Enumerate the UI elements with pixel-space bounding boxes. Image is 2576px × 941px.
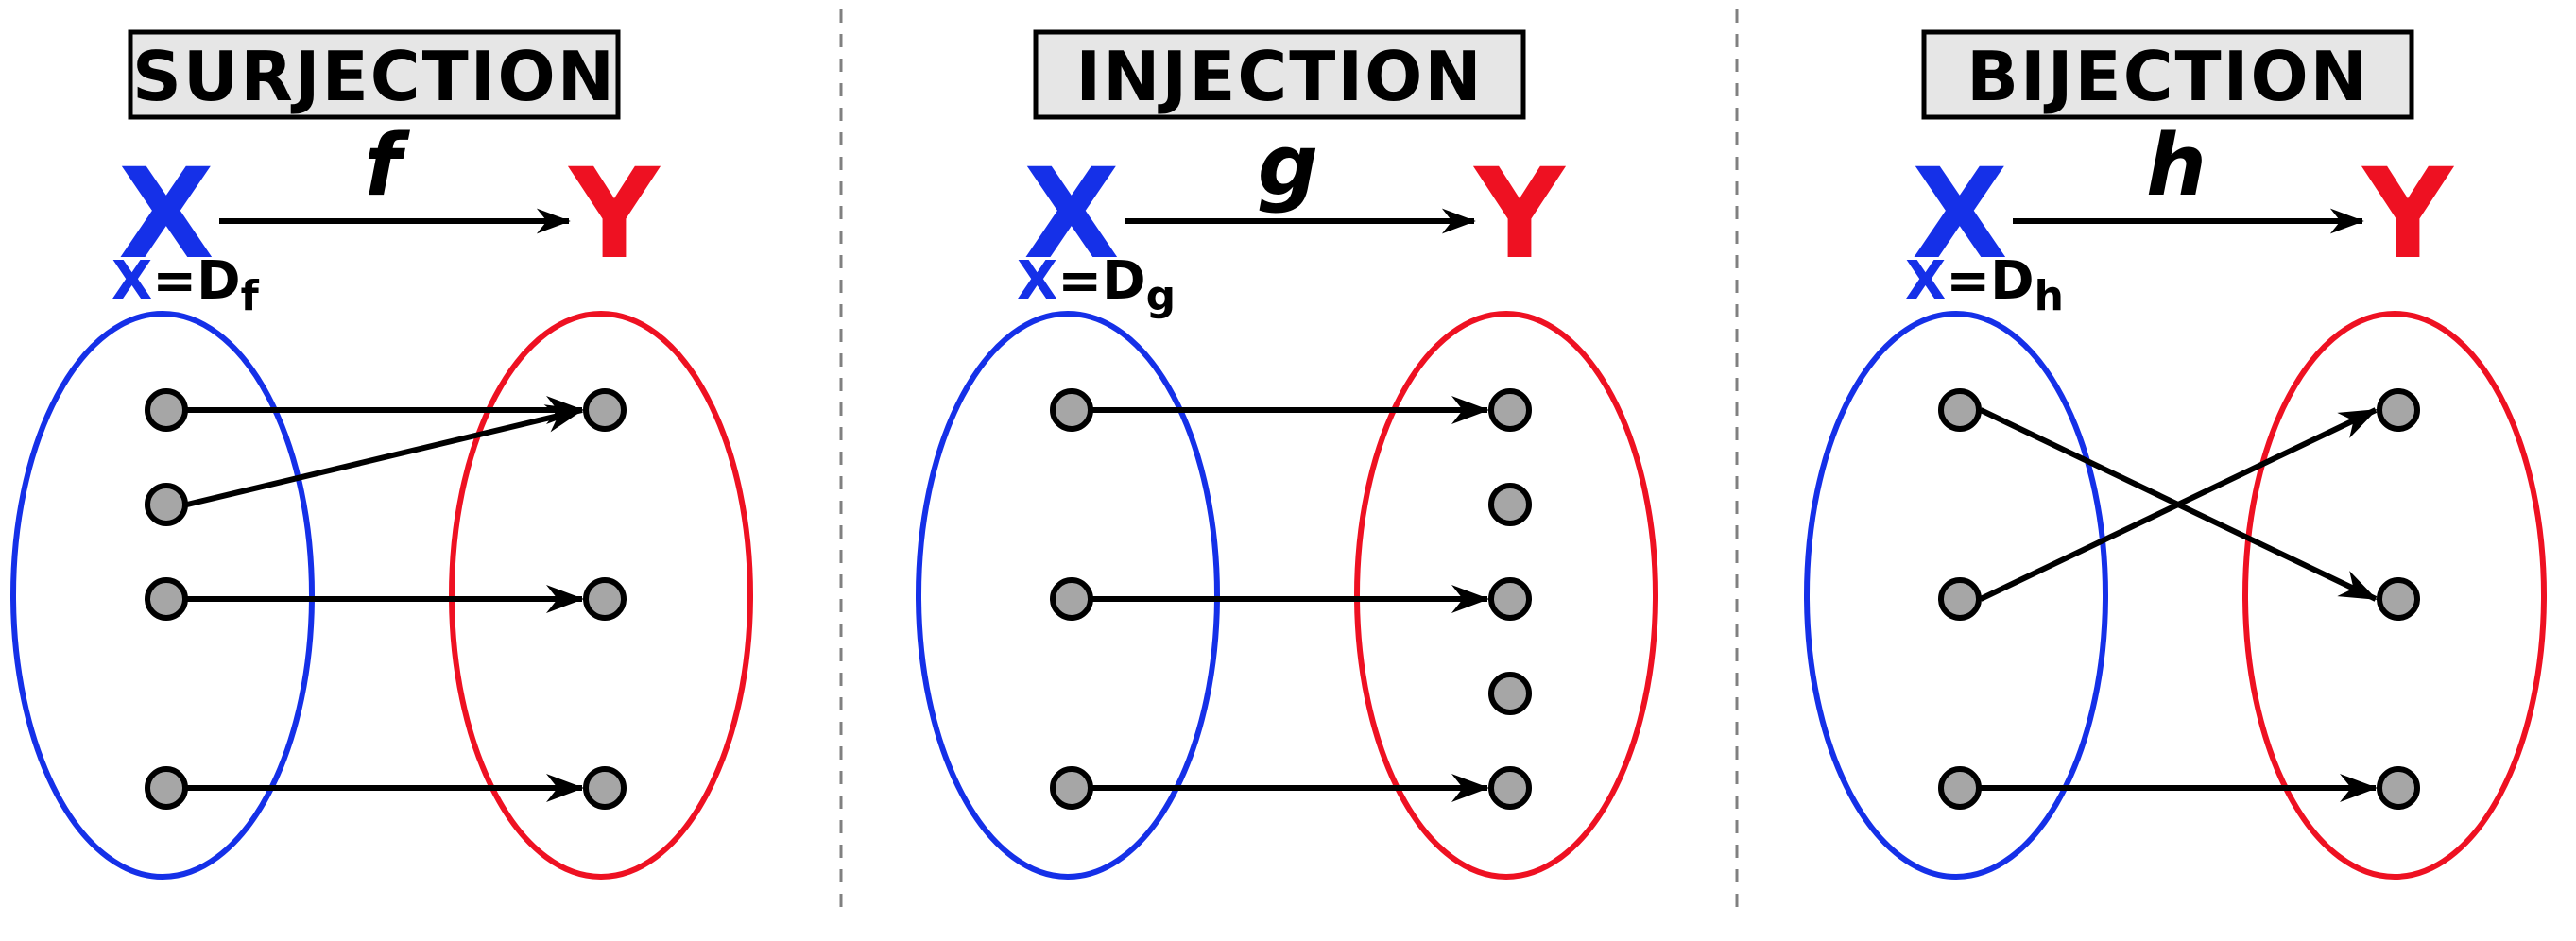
domain-note: X=Dg <box>1017 250 1176 320</box>
function-name: g <box>1258 116 1318 215</box>
panel-title: SURJECTION <box>132 37 616 116</box>
mapping-arrow <box>1979 407 2378 602</box>
panel-injection: INJECTION X YgX=Dg <box>916 29 1658 880</box>
codomain-ellipse <box>1354 311 1658 880</box>
codomain-element <box>2377 388 2420 432</box>
domain-note: X=Df <box>112 250 260 320</box>
codomain-element <box>1488 672 1532 715</box>
codomain-element <box>1488 483 1532 526</box>
domain-ellipse <box>916 311 1220 880</box>
domain-element <box>1938 388 1982 432</box>
codomain-set-label: Y <box>567 142 661 287</box>
codomain-element <box>583 388 627 432</box>
domain-set-label: X <box>1023 142 1120 287</box>
domain-set-label: X <box>118 142 215 287</box>
codomain-ellipse <box>2242 311 2547 880</box>
title-box <box>1921 29 2414 120</box>
domain-element <box>1050 577 1093 621</box>
codomain-element <box>2377 577 2420 621</box>
panel-title: INJECTION <box>1075 37 1483 116</box>
domain-set-label: X <box>1912 142 2008 287</box>
domain-element <box>145 766 188 810</box>
function-name: h <box>2146 116 2207 215</box>
title-box <box>1033 29 1526 120</box>
domain-element <box>145 577 188 621</box>
codomain-set-label: Y <box>2361 142 2454 287</box>
panel-surjection: SURJECTION X YfX=Df <box>10 29 753 880</box>
domain-note: X=Dh <box>1905 250 2064 320</box>
title-box <box>128 29 621 120</box>
domain-element <box>1050 388 1093 432</box>
codomain-element <box>1488 766 1532 810</box>
domain-ellipse <box>10 311 315 880</box>
codomain-set-label: Y <box>1472 142 1566 287</box>
domain-ellipse <box>1804 311 2108 880</box>
codomain-element <box>2377 766 2420 810</box>
codomain-element <box>583 577 627 621</box>
domain-element <box>145 388 188 432</box>
codomain-element <box>583 766 627 810</box>
function-name: f <box>364 116 410 215</box>
panel-bijection: BIJECTION X YhX=Dh <box>1804 29 2547 880</box>
domain-element <box>1938 766 1982 810</box>
domain-element <box>145 483 188 526</box>
domain-element <box>1050 766 1093 810</box>
domain-element <box>1938 577 1982 621</box>
codomain-element <box>1488 577 1532 621</box>
mapping-arrow <box>186 404 584 507</box>
panel-title: BIJECTION <box>1966 37 2369 116</box>
codomain-element <box>1488 388 1532 432</box>
codomain-ellipse <box>449 311 753 880</box>
